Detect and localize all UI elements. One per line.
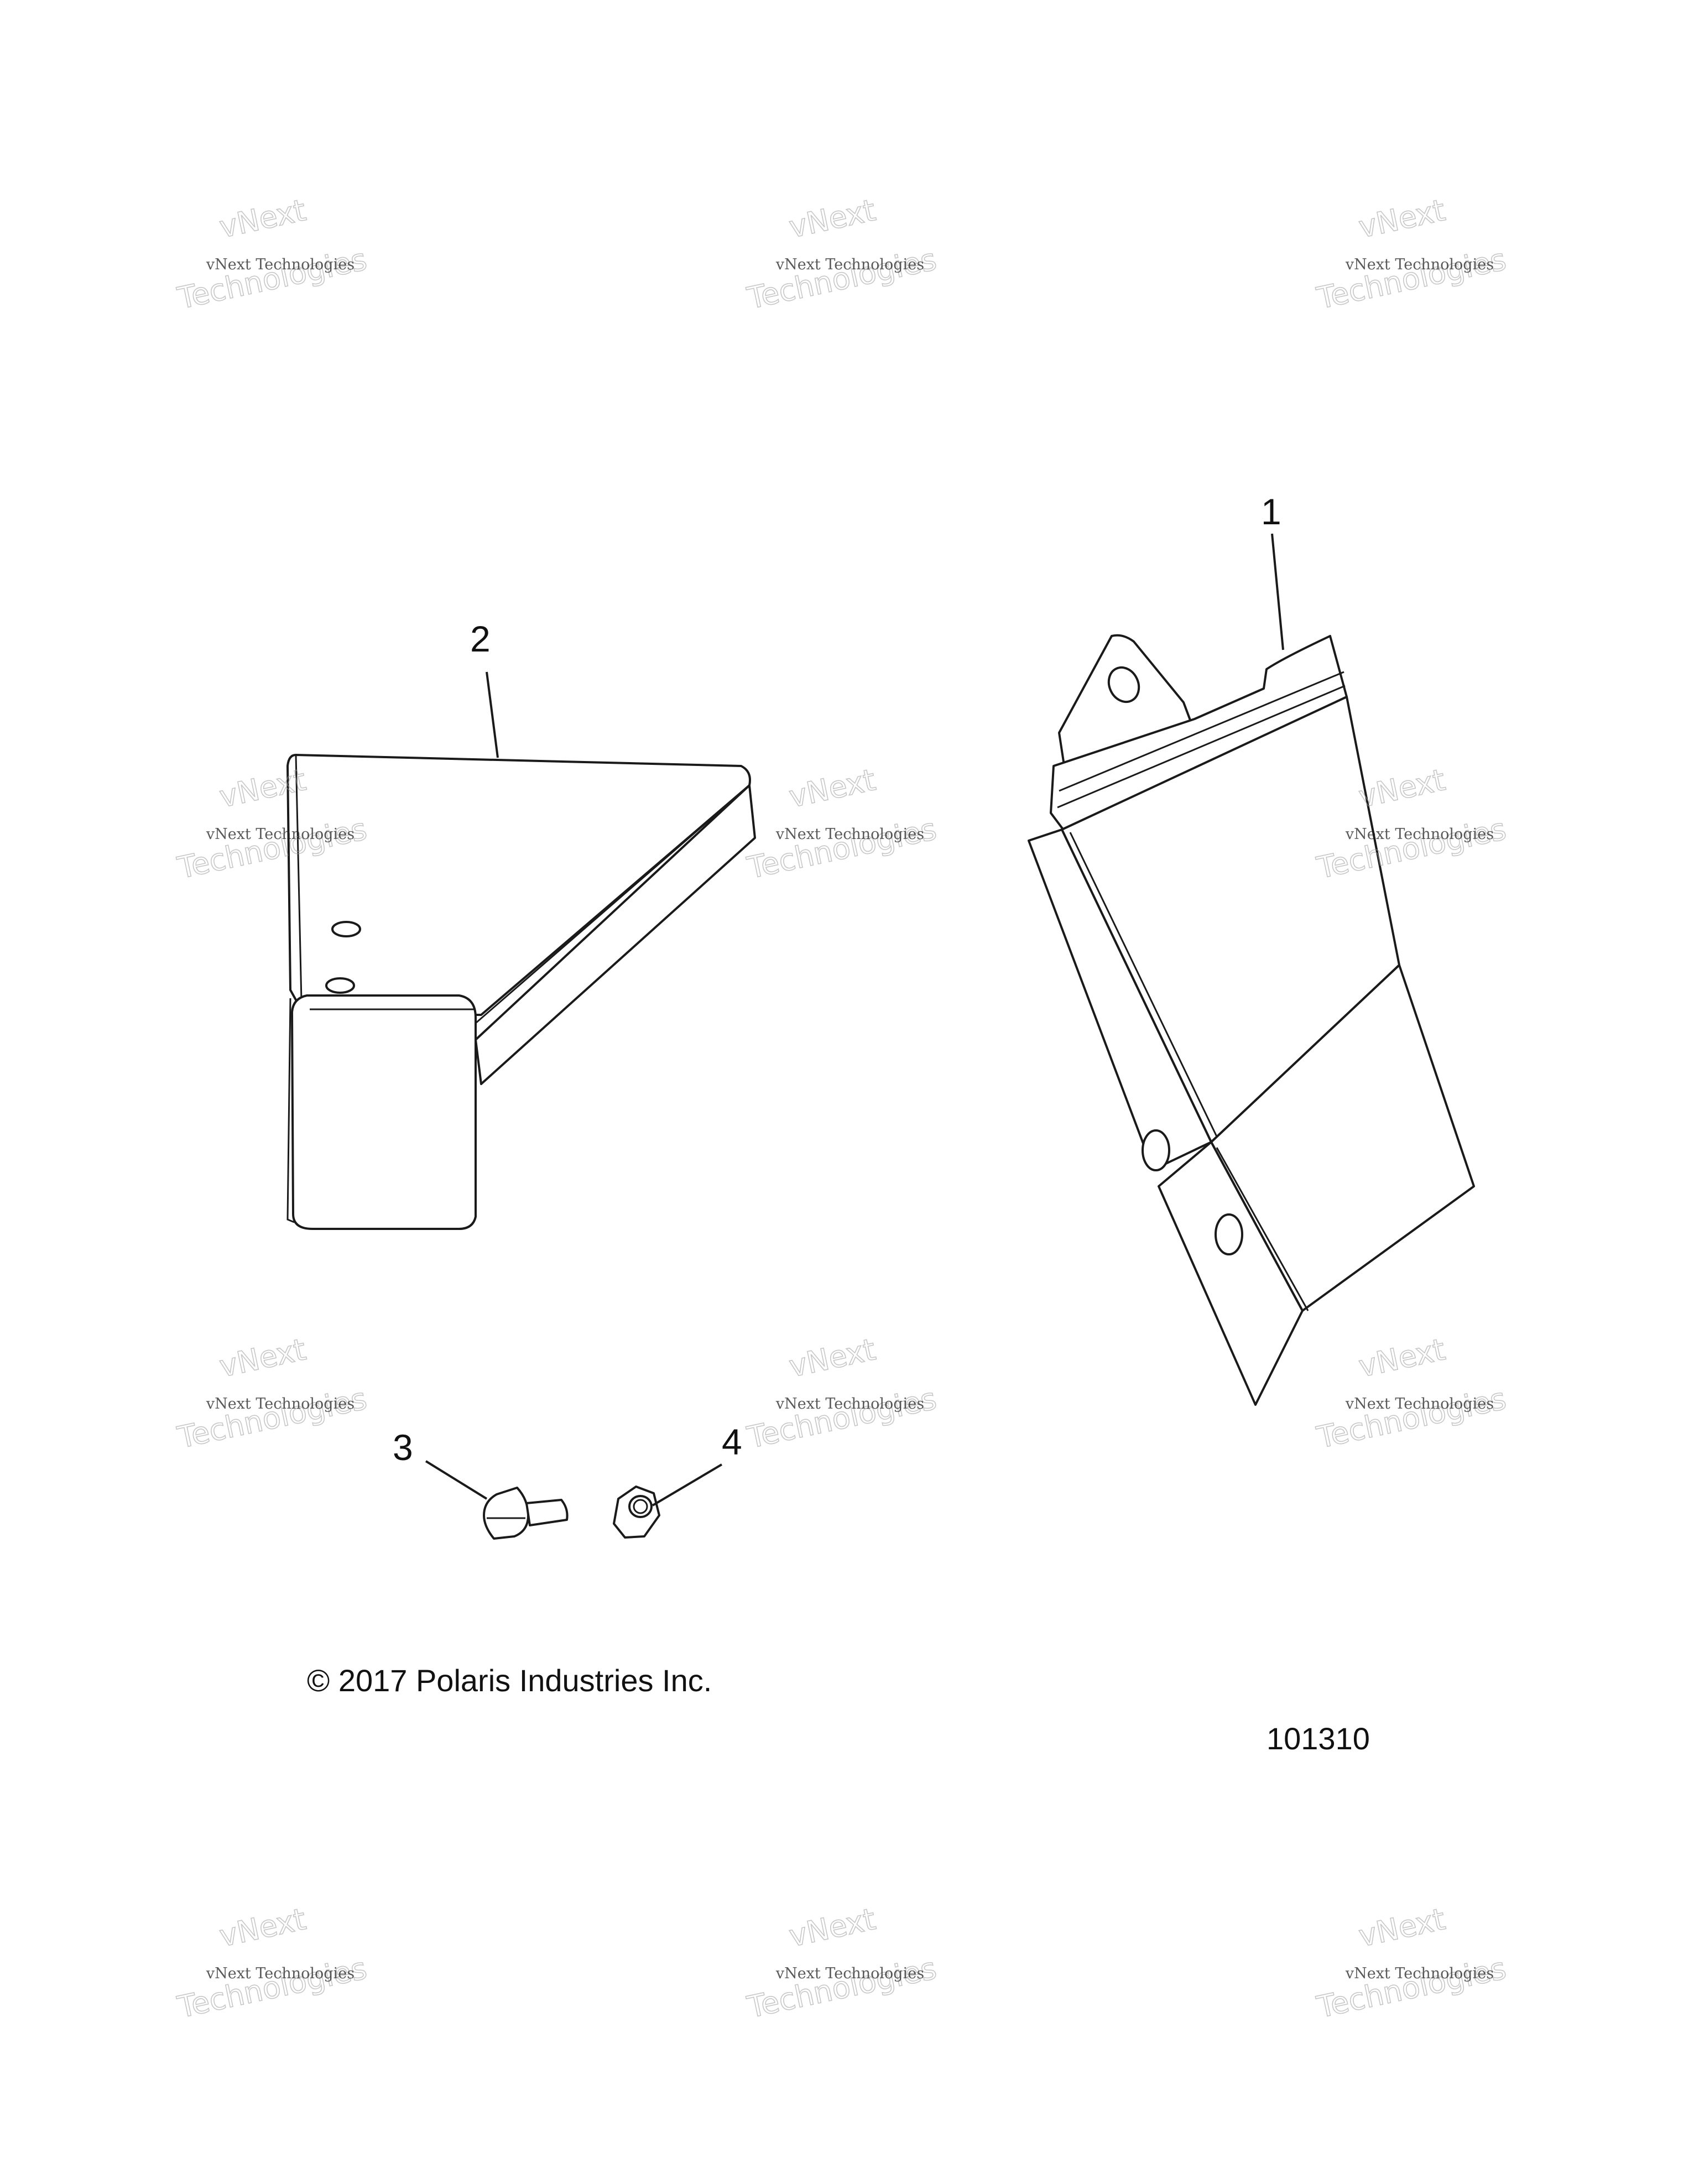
watermark-big-1: vNext bbox=[1356, 1901, 1448, 1953]
watermark-small: vNext Technologies bbox=[1345, 1965, 1494, 1982]
watermark-big-2: Technologies bbox=[174, 1951, 369, 2025]
watermark-big-1: vNext bbox=[786, 762, 878, 814]
watermark-big-2: Technologies bbox=[744, 1381, 939, 1455]
callout-3: 3 bbox=[393, 1427, 413, 1468]
part-1-heat-shield bbox=[1028, 533, 1475, 1406]
callout-2: 2 bbox=[470, 618, 491, 659]
watermark-small: vNext Technologies bbox=[1345, 1395, 1494, 1412]
watermark-small: vNext Technologies bbox=[1345, 826, 1494, 843]
watermark-big-1: vNext bbox=[216, 1332, 309, 1384]
watermark-big-1: vNext bbox=[1356, 1332, 1448, 1384]
callout-1: 1 bbox=[1261, 491, 1281, 532]
watermark-small: vNext Technologies bbox=[775, 256, 924, 273]
watermark-big-2: Technologies bbox=[1314, 1381, 1509, 1455]
watermark-small: vNext Technologies bbox=[206, 256, 355, 273]
watermark-big-2: Technologies bbox=[1314, 242, 1509, 316]
watermark-big-2: Technologies bbox=[174, 242, 369, 316]
watermark-small: vNext Technologies bbox=[775, 1965, 924, 1982]
watermark-big-2: Technologies bbox=[174, 1381, 369, 1455]
watermark-small: vNext Technologies bbox=[775, 1395, 924, 1412]
watermark-big-2: Technologies bbox=[744, 242, 939, 316]
watermark-big-1: vNext bbox=[216, 1901, 309, 1953]
watermark-big-2: Technologies bbox=[744, 811, 939, 885]
figure-number: 101310 bbox=[1267, 1721, 1370, 1756]
watermark-small: vNext Technologies bbox=[206, 1395, 355, 1412]
watermark-small: vNext Technologies bbox=[1345, 256, 1494, 273]
part-2-bracket bbox=[286, 671, 756, 1230]
part-4-flange-nut bbox=[613, 1463, 723, 1539]
watermark-big-1: vNext bbox=[1356, 192, 1448, 244]
watermark-small: vNext Technologies bbox=[206, 1965, 355, 1982]
watermark-big-1: vNext bbox=[786, 192, 878, 244]
watermark-small: vNext Technologies bbox=[775, 826, 924, 843]
watermark-big-1: vNext bbox=[786, 1901, 878, 1953]
watermark-small: vNext Technologies bbox=[206, 826, 355, 843]
watermark-big-2: Technologies bbox=[1314, 1951, 1509, 2025]
watermark-big-1: vNext bbox=[1356, 762, 1448, 814]
callout-4: 4 bbox=[722, 1421, 742, 1462]
watermark-big-1: vNext bbox=[216, 192, 309, 244]
part-3-flange-bolt bbox=[425, 1460, 569, 1540]
copyright-text: © 2017 Polaris Industries Inc. bbox=[307, 1663, 712, 1698]
watermark-big-2: Technologies bbox=[744, 1951, 939, 2025]
watermark-big-1: vNext bbox=[786, 1332, 878, 1384]
